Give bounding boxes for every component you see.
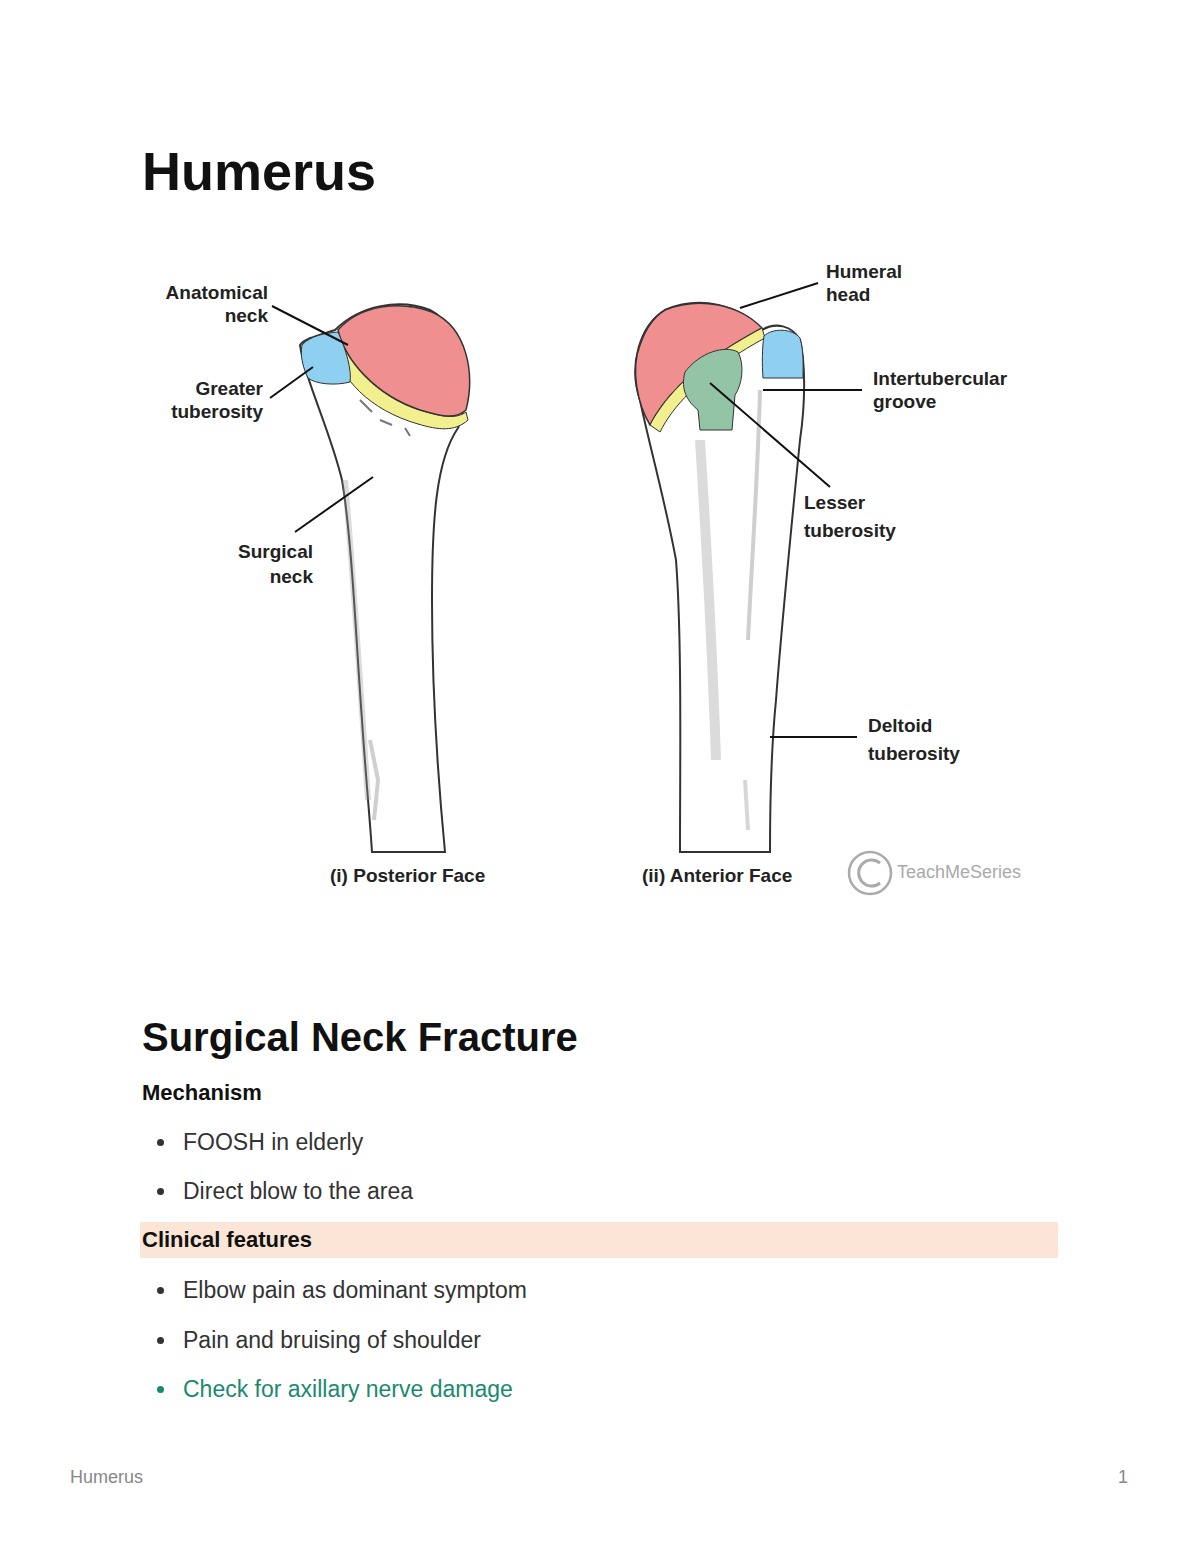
leader-line bbox=[295, 477, 373, 532]
humeral-head-shape bbox=[338, 306, 470, 416]
bone-shading bbox=[700, 440, 716, 760]
page-footer: Humerus bbox=[70, 1466, 143, 1488]
figure-caption: (i) Posterior Face bbox=[330, 864, 485, 887]
part-label: Intertubercular groove bbox=[873, 367, 1043, 413]
bone-outline bbox=[635, 303, 804, 852]
subheading: Mechanism bbox=[142, 1079, 262, 1107]
part-label: Anatomical neck bbox=[150, 281, 268, 327]
bullet-text: FOOSH in elderly bbox=[183, 1128, 363, 1156]
greater-tuberosity-shape bbox=[301, 332, 350, 384]
figure-caption: (ii) Anterior Face bbox=[642, 864, 792, 887]
bullet-dot bbox=[157, 1337, 164, 1344]
part-label: Surgical neck bbox=[215, 539, 313, 589]
bullet-dot bbox=[157, 1139, 164, 1146]
page-number: 1 bbox=[1118, 1466, 1128, 1488]
copyright-c bbox=[859, 860, 880, 886]
anterior-humerus bbox=[635, 303, 804, 852]
section-heading: Surgical Neck Fracture bbox=[142, 1013, 578, 1061]
leader-line bbox=[272, 306, 348, 345]
intertubercular-groove-shading bbox=[748, 390, 760, 640]
leader-line bbox=[710, 383, 830, 487]
leader-line bbox=[770, 736, 857, 738]
bone-shading bbox=[370, 740, 378, 820]
watermark: TeachMeSeries bbox=[897, 861, 1021, 883]
leader-line bbox=[270, 367, 313, 398]
bullet-dot bbox=[157, 1386, 164, 1393]
bullet-dot bbox=[157, 1287, 164, 1294]
bullet-text: Direct blow to the area bbox=[183, 1177, 413, 1205]
bullet-text: Pain and bruising of shoulder bbox=[183, 1326, 481, 1354]
bone-shading bbox=[345, 480, 368, 800]
bullet-text: Elbow pain as dominant symptom bbox=[183, 1276, 527, 1304]
bullet-text: Check for axillary nerve damage bbox=[183, 1375, 513, 1403]
band-heading: Clinical features bbox=[140, 1222, 1058, 1258]
page-title: Humerus bbox=[142, 140, 376, 202]
lesser-tuberosity-shape bbox=[683, 349, 742, 430]
bone-shading bbox=[745, 780, 748, 830]
part-label: Deltoid tuberosity bbox=[868, 712, 988, 768]
part-label: Humeral head bbox=[826, 260, 926, 306]
copyright-circle bbox=[849, 852, 891, 894]
posterior-humerus bbox=[300, 304, 470, 852]
leader-line bbox=[740, 283, 818, 308]
copyright-symbol bbox=[849, 852, 891, 894]
highlight-band: Clinical features bbox=[140, 1222, 1058, 1258]
part-label: Greater tuberosity bbox=[150, 377, 263, 423]
greater-tuberosity-shape bbox=[762, 330, 803, 378]
bullet-dot bbox=[157, 1188, 164, 1195]
leader-line bbox=[763, 389, 862, 391]
part-label: Lesser tuberosity bbox=[804, 489, 924, 545]
